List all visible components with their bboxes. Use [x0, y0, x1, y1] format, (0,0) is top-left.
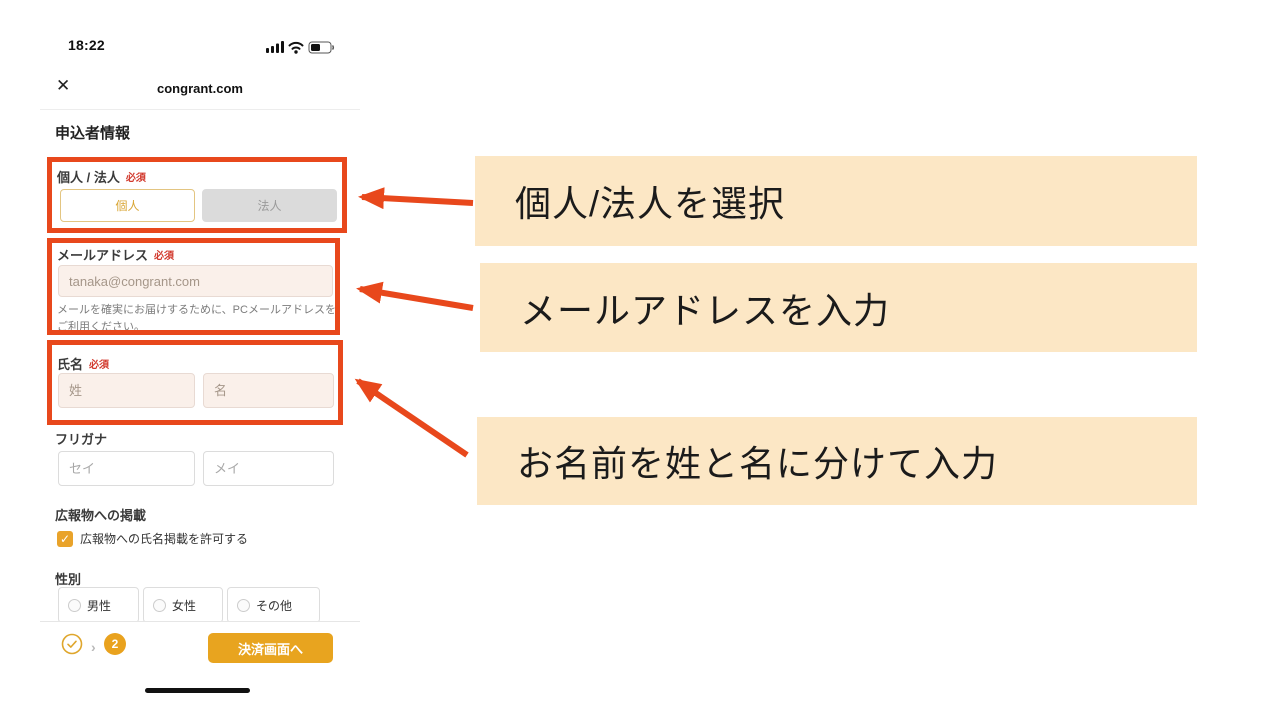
publication-section-label: 広報物への掲載 [55, 505, 146, 524]
furigana-section-label: フリガナ [55, 429, 107, 448]
callout-text: 個人/法人を選択 [515, 183, 786, 224]
first-furigana-input[interactable] [203, 451, 334, 486]
step-2-badge[interactable]: 2 [104, 633, 126, 655]
email-section-label: メールアドレス 必須 [57, 245, 174, 264]
email-input[interactable] [58, 265, 333, 297]
go-to-payment-button[interactable]: 決済画面へ [208, 633, 333, 663]
form-footer: › 2 決済画面へ [40, 621, 360, 672]
arrow-to-type [358, 187, 474, 210]
checkbox-checked-icon[interactable]: ✓ [57, 530, 73, 547]
callout-enter-email: メールアドレスを入力 [480, 263, 1197, 352]
close-icon[interactable]: ✕ [56, 76, 71, 95]
gender-option-label: 女性 [172, 598, 197, 613]
publication-checkbox-row[interactable]: ✓ 広報物への氏名掲載を許可する [57, 530, 248, 547]
home-indicator [145, 688, 250, 693]
name-section-label: 氏名 必須 [57, 354, 109, 373]
callout-select-type: 個人/法人を選択 [475, 156, 1197, 246]
callout-text: お名前を姓と名に分けて入力 [517, 443, 999, 484]
page-title: 申込者情報 [55, 125, 131, 142]
individual-button[interactable]: 個人 [60, 189, 195, 222]
cellular-signal-icon [266, 41, 284, 53]
required-badge: 必須 [89, 360, 110, 371]
radio-icon[interactable] [68, 598, 81, 612]
gender-option-label: 男性 [87, 598, 112, 613]
gender-option-label: その他 [256, 598, 293, 613]
status-icons [266, 41, 335, 54]
furigana-label-text: フリガナ [55, 432, 108, 447]
callout-enter-name: お名前を姓と名に分けて入力 [477, 417, 1197, 505]
required-badge: 必須 [154, 251, 175, 262]
gender-option-group: 男性 女性 その他 [58, 587, 320, 623]
phone-screenshot: 18:22 ✕ congrant.com 申込者情報 個人 / 法人 必須 個人… [40, 30, 360, 700]
chevron-right-icon: › [91, 639, 96, 655]
gender-option-female[interactable]: 女性 [143, 587, 223, 623]
email-label-text: メールアドレス [57, 248, 149, 263]
browser-title: congrant.com [157, 81, 243, 96]
gender-label-text: 性別 [55, 572, 82, 587]
corporate-button[interactable]: 法人 [202, 189, 337, 222]
last-furigana-input[interactable] [58, 451, 195, 486]
required-badge: 必須 [125, 173, 146, 184]
last-name-input[interactable] [58, 373, 195, 408]
publication-label-text: 広報物への掲載 [55, 508, 147, 523]
battery-icon [308, 41, 335, 54]
type-label-text: 個人 / 法人 [57, 170, 120, 185]
gender-option-male[interactable]: 男性 [58, 587, 139, 623]
first-name-input[interactable] [203, 373, 334, 408]
arrow-to-email [356, 281, 474, 311]
furigana-input-row [58, 451, 334, 486]
arrow-to-name [354, 378, 469, 458]
header-divider [40, 109, 360, 110]
name-input-row [58, 373, 334, 408]
email-helper-text: メールを確実にお届けするために、PCメールアドレスをご利用ください。 [57, 304, 336, 334]
radio-icon[interactable] [153, 598, 166, 612]
callout-text: メールアドレスを入力 [520, 289, 891, 331]
checkbox-label: 広報物への氏名掲載を許可する [80, 532, 249, 546]
radio-icon[interactable] [237, 598, 250, 612]
status-time: 18:22 [68, 37, 105, 53]
wifi-icon [288, 41, 304, 50]
type-section-label: 個人 / 法人 必須 [57, 167, 146, 186]
type-button-group: 個人 法人 [60, 189, 337, 222]
name-label-text: 氏名 [57, 357, 84, 372]
gender-section-label: 性別 [55, 569, 81, 588]
gender-option-other[interactable]: その他 [227, 587, 320, 623]
step-complete-check-icon[interactable] [61, 633, 83, 655]
